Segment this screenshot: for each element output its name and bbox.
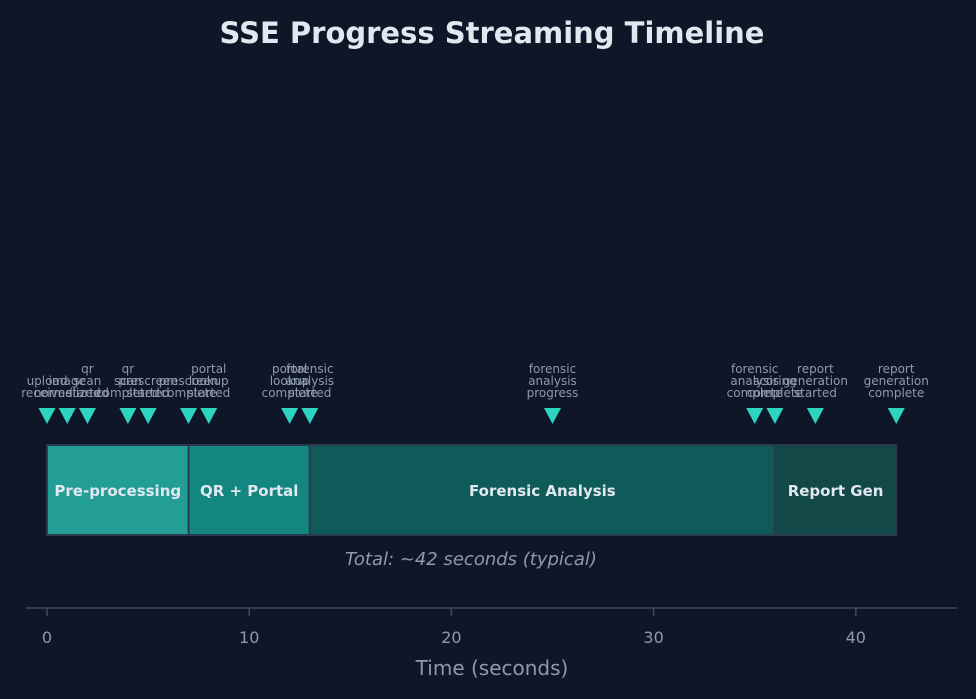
event-label: complete [161, 386, 217, 400]
event-label: scan [74, 374, 102, 388]
phase-label: Forensic Analysis [469, 482, 616, 500]
event-label: forensic [286, 362, 333, 376]
x-tick-label: 0 [42, 628, 52, 647]
event-marker [544, 408, 561, 424]
event-label: analysis [528, 374, 577, 388]
event-label: generation [864, 374, 929, 388]
event-label: scan [114, 374, 142, 388]
event-label: qr [81, 362, 94, 376]
x-tick-label: 40 [846, 628, 866, 647]
x-axis-label: Time (seconds) [415, 656, 569, 680]
event-label: report [797, 362, 834, 376]
phase-label: QR + Portal [200, 482, 298, 500]
x-tick-label: 20 [441, 628, 461, 647]
x-tick-label: 10 [239, 628, 259, 647]
event-marker [746, 408, 764, 424]
x-axis-ticks: 0 10 20 30 40 [42, 608, 866, 647]
event-marker [78, 408, 96, 424]
event-label: analysis [286, 374, 335, 388]
event-label: started [127, 386, 170, 400]
phase-bar [308, 444, 776, 536]
event-label: generation [783, 374, 848, 388]
event-marker [887, 408, 905, 424]
event-marker [200, 408, 218, 424]
event-label: prescreen [159, 374, 219, 388]
event-label: complete [262, 386, 318, 400]
event-label: forensic [529, 362, 576, 376]
phase-bar [773, 444, 898, 536]
event-marker [139, 408, 157, 424]
event-marker [806, 408, 824, 424]
event-label: completed [96, 386, 160, 400]
event-markers: uploadreceivedimagenormalizedqrscanstart… [21, 362, 929, 424]
event-label: normalized [34, 386, 101, 400]
event-label: started [66, 386, 109, 400]
phase-bar [46, 444, 190, 536]
phase-bar [187, 444, 311, 536]
phase-bars [46, 444, 898, 536]
event-marker [766, 408, 784, 424]
event-marker [38, 408, 56, 424]
chart-title: SSE Progress Streaming Timeline [220, 16, 765, 50]
event-label: analysis [730, 374, 779, 388]
event-marker [180, 408, 198, 424]
phase-label: Pre-processing [54, 482, 181, 500]
event-label: received [21, 386, 72, 400]
event-label: upload [27, 374, 68, 388]
event-label: report [878, 362, 915, 376]
event-marker [281, 408, 299, 424]
event-label: complete [868, 386, 924, 400]
event-marker [119, 408, 137, 424]
event-marker [58, 408, 76, 424]
phase-label: Report Gen [788, 482, 884, 500]
event-marker [301, 408, 319, 424]
event-label: complete [747, 386, 803, 400]
event-label: portal [272, 362, 307, 376]
total-note: Total: ~42 seconds (typical) [345, 549, 597, 570]
phase-labels: Pre-processing QR + Portal Forensic Analys… [54, 482, 883, 500]
event-label: portal [191, 362, 226, 376]
event-label: started [288, 386, 331, 400]
x-tick-label: 30 [643, 628, 663, 647]
event-label: forensic [731, 362, 778, 376]
event-label: image [49, 374, 86, 388]
event-label: complete [727, 386, 783, 400]
event-label: scoring [753, 374, 797, 388]
event-label: started [794, 386, 837, 400]
event-label: progress [527, 386, 579, 400]
event-label: prescreen [118, 374, 178, 388]
event-label: lookup [270, 374, 310, 388]
event-label: lookup [189, 374, 229, 388]
event-label: started [187, 386, 230, 400]
event-label: qr [122, 362, 135, 376]
